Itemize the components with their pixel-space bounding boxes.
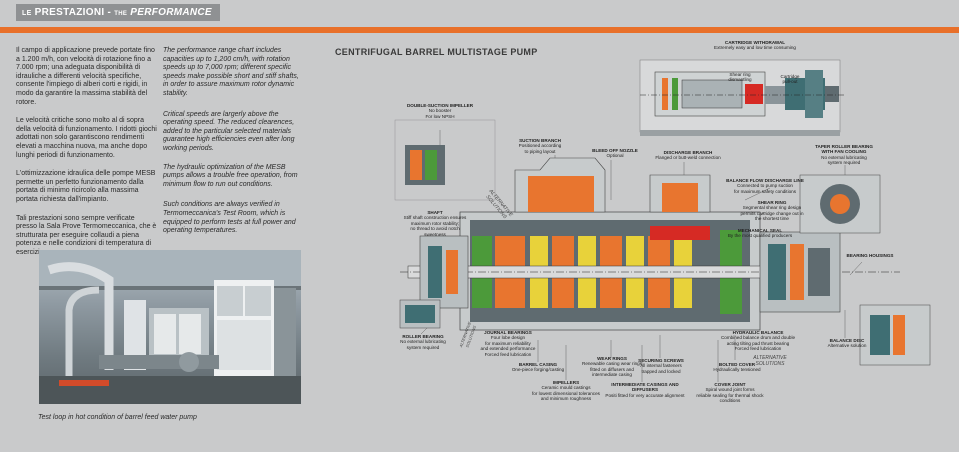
label-cartridge-pull-out: Cartridge pull-out bbox=[780, 74, 800, 85]
english-paragraph: Such conditions are always verified in T… bbox=[163, 201, 296, 235]
italian-paragraph: L'ottimizzazione idraulica delle pompe M… bbox=[16, 170, 156, 203]
label-shear-ring-dismantling: Shear ring dismantling bbox=[728, 72, 752, 83]
header-the: THE bbox=[114, 11, 128, 17]
label-bearing-housings: BEARING HOUSINGS bbox=[846, 253, 894, 258]
test-loop-photo bbox=[39, 250, 301, 404]
italian-text-column: Il campo di applicazione prevede portate… bbox=[16, 47, 157, 267]
english-text-column: The performance range chart includes cap… bbox=[163, 47, 304, 246]
section-header: LE PRESTAZIONI - THE PERFORMANCE bbox=[16, 4, 220, 21]
header-accent-bar bbox=[0, 27, 959, 33]
italian-paragraph: Tali prestazioni sono sempre verificate … bbox=[16, 214, 157, 256]
italian-paragraph: Il campo di applicazione prevede portate… bbox=[16, 47, 155, 106]
italian-paragraph: Le velocità critiche sono molto al di so… bbox=[16, 117, 157, 159]
header-prefix: LE bbox=[22, 10, 32, 17]
header-title-en: PERFORMANCE bbox=[130, 7, 212, 18]
english-paragraph: The hydraulic optimization of the MESB p… bbox=[163, 163, 298, 188]
photo-caption: Test loop in hot condition of barrel fee… bbox=[38, 414, 197, 421]
english-paragraph: Critical speeds are largerly above the o… bbox=[163, 110, 295, 152]
english-paragraph: The performance range chart includes cap… bbox=[163, 47, 299, 97]
header-title-it: PRESTAZIONI bbox=[34, 7, 105, 18]
header-sep: - bbox=[107, 7, 112, 18]
pump-title: CENTRIFUGAL BARREL MULTISTAGE PUMP bbox=[335, 47, 538, 57]
label-alternative-solutions: ALTERNATIVE SOLUTIONS bbox=[753, 355, 787, 367]
